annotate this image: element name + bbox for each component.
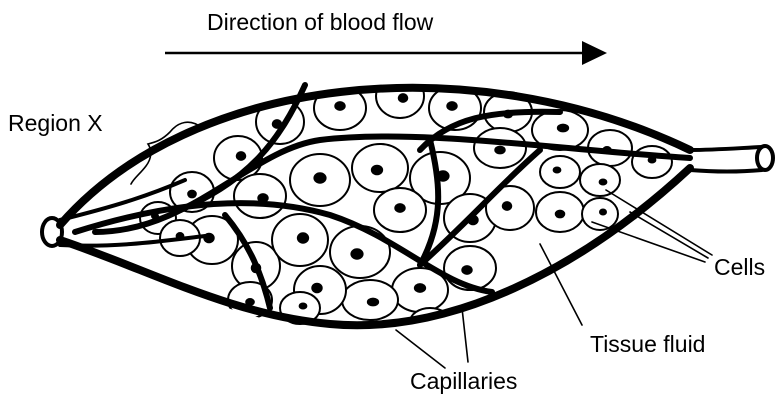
cell-nucleus xyxy=(599,178,608,185)
cell-nucleus xyxy=(313,172,326,183)
cell-nucleus xyxy=(494,146,505,155)
cell-nucleus xyxy=(557,124,569,133)
capillaries-label: Capillaries xyxy=(410,368,517,394)
region-x-label: Region X xyxy=(8,110,103,136)
tissue-cell xyxy=(580,164,620,196)
tissue-fluid-label: Tissue fluid xyxy=(590,331,705,357)
cell-nucleus xyxy=(299,302,308,309)
cell-nucleus xyxy=(555,210,566,219)
tissue-cell xyxy=(474,128,526,168)
cell-nucleus xyxy=(334,101,345,111)
cell-nucleus xyxy=(371,165,383,176)
tissue-cell xyxy=(330,226,390,278)
cell-nucleus xyxy=(461,265,472,275)
tissue-cell xyxy=(342,280,398,320)
cell-nucleus xyxy=(236,151,247,161)
cell-nucleus xyxy=(502,201,513,211)
tissue-cell xyxy=(536,192,584,232)
cell-nucleus xyxy=(350,248,363,259)
cell-nucleus xyxy=(446,101,457,111)
cell-nucleus xyxy=(187,190,197,199)
tissue-cell xyxy=(540,156,580,188)
flow-direction-arrow xyxy=(165,41,607,65)
cell-nucleus xyxy=(553,166,562,173)
cell-nucleus xyxy=(367,298,379,307)
cell-nucleus xyxy=(394,203,405,213)
tissue-cell xyxy=(352,144,408,192)
cells-label: Cells xyxy=(714,254,765,280)
cell-nucleus xyxy=(414,283,426,293)
cell-nucleus xyxy=(599,208,607,215)
tissue-cell xyxy=(374,188,426,232)
tissue-cell xyxy=(290,154,350,206)
tissue-cell xyxy=(272,214,328,266)
flow-direction-title: Direction of blood flow xyxy=(207,9,434,35)
tissue-cell xyxy=(376,74,424,118)
tissue-cell xyxy=(444,246,496,290)
tissue-cell xyxy=(234,174,286,218)
cell-nucleus xyxy=(311,283,322,294)
tissue-cell xyxy=(632,146,672,178)
cell-nucleus xyxy=(398,93,409,103)
venule-end xyxy=(690,146,773,172)
cell-nucleus xyxy=(297,232,309,243)
